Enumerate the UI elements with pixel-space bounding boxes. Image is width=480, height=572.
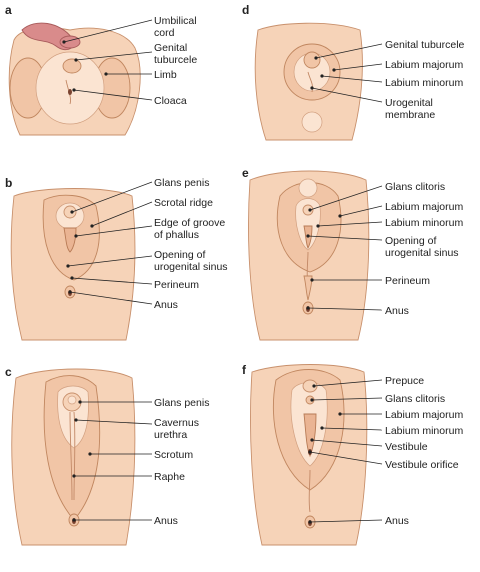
label-cloaca: Cloaca: [154, 95, 187, 107]
panel-f-illustration: [250, 364, 368, 546]
panel-d-letter: d: [242, 3, 249, 17]
cloaca-mark: [68, 89, 72, 95]
label-b-scrotal-ridge: Scrotal ridge: [154, 197, 213, 209]
panel-f-letter: f: [242, 363, 247, 377]
panel-c-leaders: [72, 400, 153, 522]
panel-d: d Genital tuburcele Labium majorum Labiu…: [242, 3, 465, 141]
label-f-prepuce: Prepuce: [385, 375, 424, 387]
panel-a-letter: a: [5, 3, 12, 17]
panel-b-leaders: [66, 181, 153, 305]
panel-c-illustration: [11, 368, 136, 546]
panel-f: f Prepuce Glans clitoris Labium majorum …: [242, 363, 463, 546]
panel-d-leaders: [310, 43, 383, 103]
panel-e: e Glans clitoris Labium majorum Labium m…: [242, 166, 463, 341]
label-e-labium-majorum: Labium majorum: [385, 201, 463, 213]
label-d-labium-majorum: Labium majorum: [385, 59, 463, 71]
label-c-anus: Anus: [154, 515, 178, 527]
panel-f-leaders: [308, 379, 383, 524]
label-c-raphe: Raphe: [154, 471, 185, 483]
label-e-anus: Anus: [385, 305, 409, 317]
label-f-vestibule: Vestibule: [385, 441, 428, 453]
label-limb: Limb: [154, 69, 177, 81]
panel-b-letter: b: [5, 176, 12, 190]
panel-c-letter: c: [5, 365, 12, 379]
panel-e-leaders: [306, 185, 383, 311]
panel-d-illustration: [254, 22, 363, 141]
label-f-labium-majorum: Labium majorum: [385, 409, 463, 421]
panel-e-illustration: [248, 170, 370, 341]
label-b-glans-penis: Glans penis: [154, 177, 209, 189]
panel-a-illustration: [8, 22, 141, 136]
label-e-glans-clitoris: Glans clitoris: [385, 181, 445, 193]
panel-b: b Glans penis Scrotal ridge Edge of groo…: [5, 176, 228, 341]
label-f-anus: Anus: [385, 515, 409, 527]
label-c-glans-penis: Glans penis: [154, 397, 209, 409]
label-d-genital-tuburcele: Genital tuburcele: [385, 39, 465, 51]
panel-e-letter: e: [242, 166, 249, 180]
label-f-vestibule-orifice: Vestibule orifice: [385, 459, 459, 471]
label-f-glans-clitoris: Glans clitoris: [385, 393, 445, 405]
label-b-anus: Anus: [154, 299, 178, 311]
label-b-perineum: Perineum: [154, 279, 199, 291]
label-e-labium-minorum: Labium minorum: [385, 217, 463, 229]
label-e-perineum: Perineum: [385, 275, 430, 287]
panel-b-illustration: [10, 188, 136, 341]
label-f-labium-minorum: Labium minorum: [385, 425, 463, 437]
panel-a-leaders: [62, 19, 153, 101]
label-c-scrotum: Scrotum: [154, 449, 193, 461]
label-d-labium-minorum: Labium minorum: [385, 77, 463, 89]
